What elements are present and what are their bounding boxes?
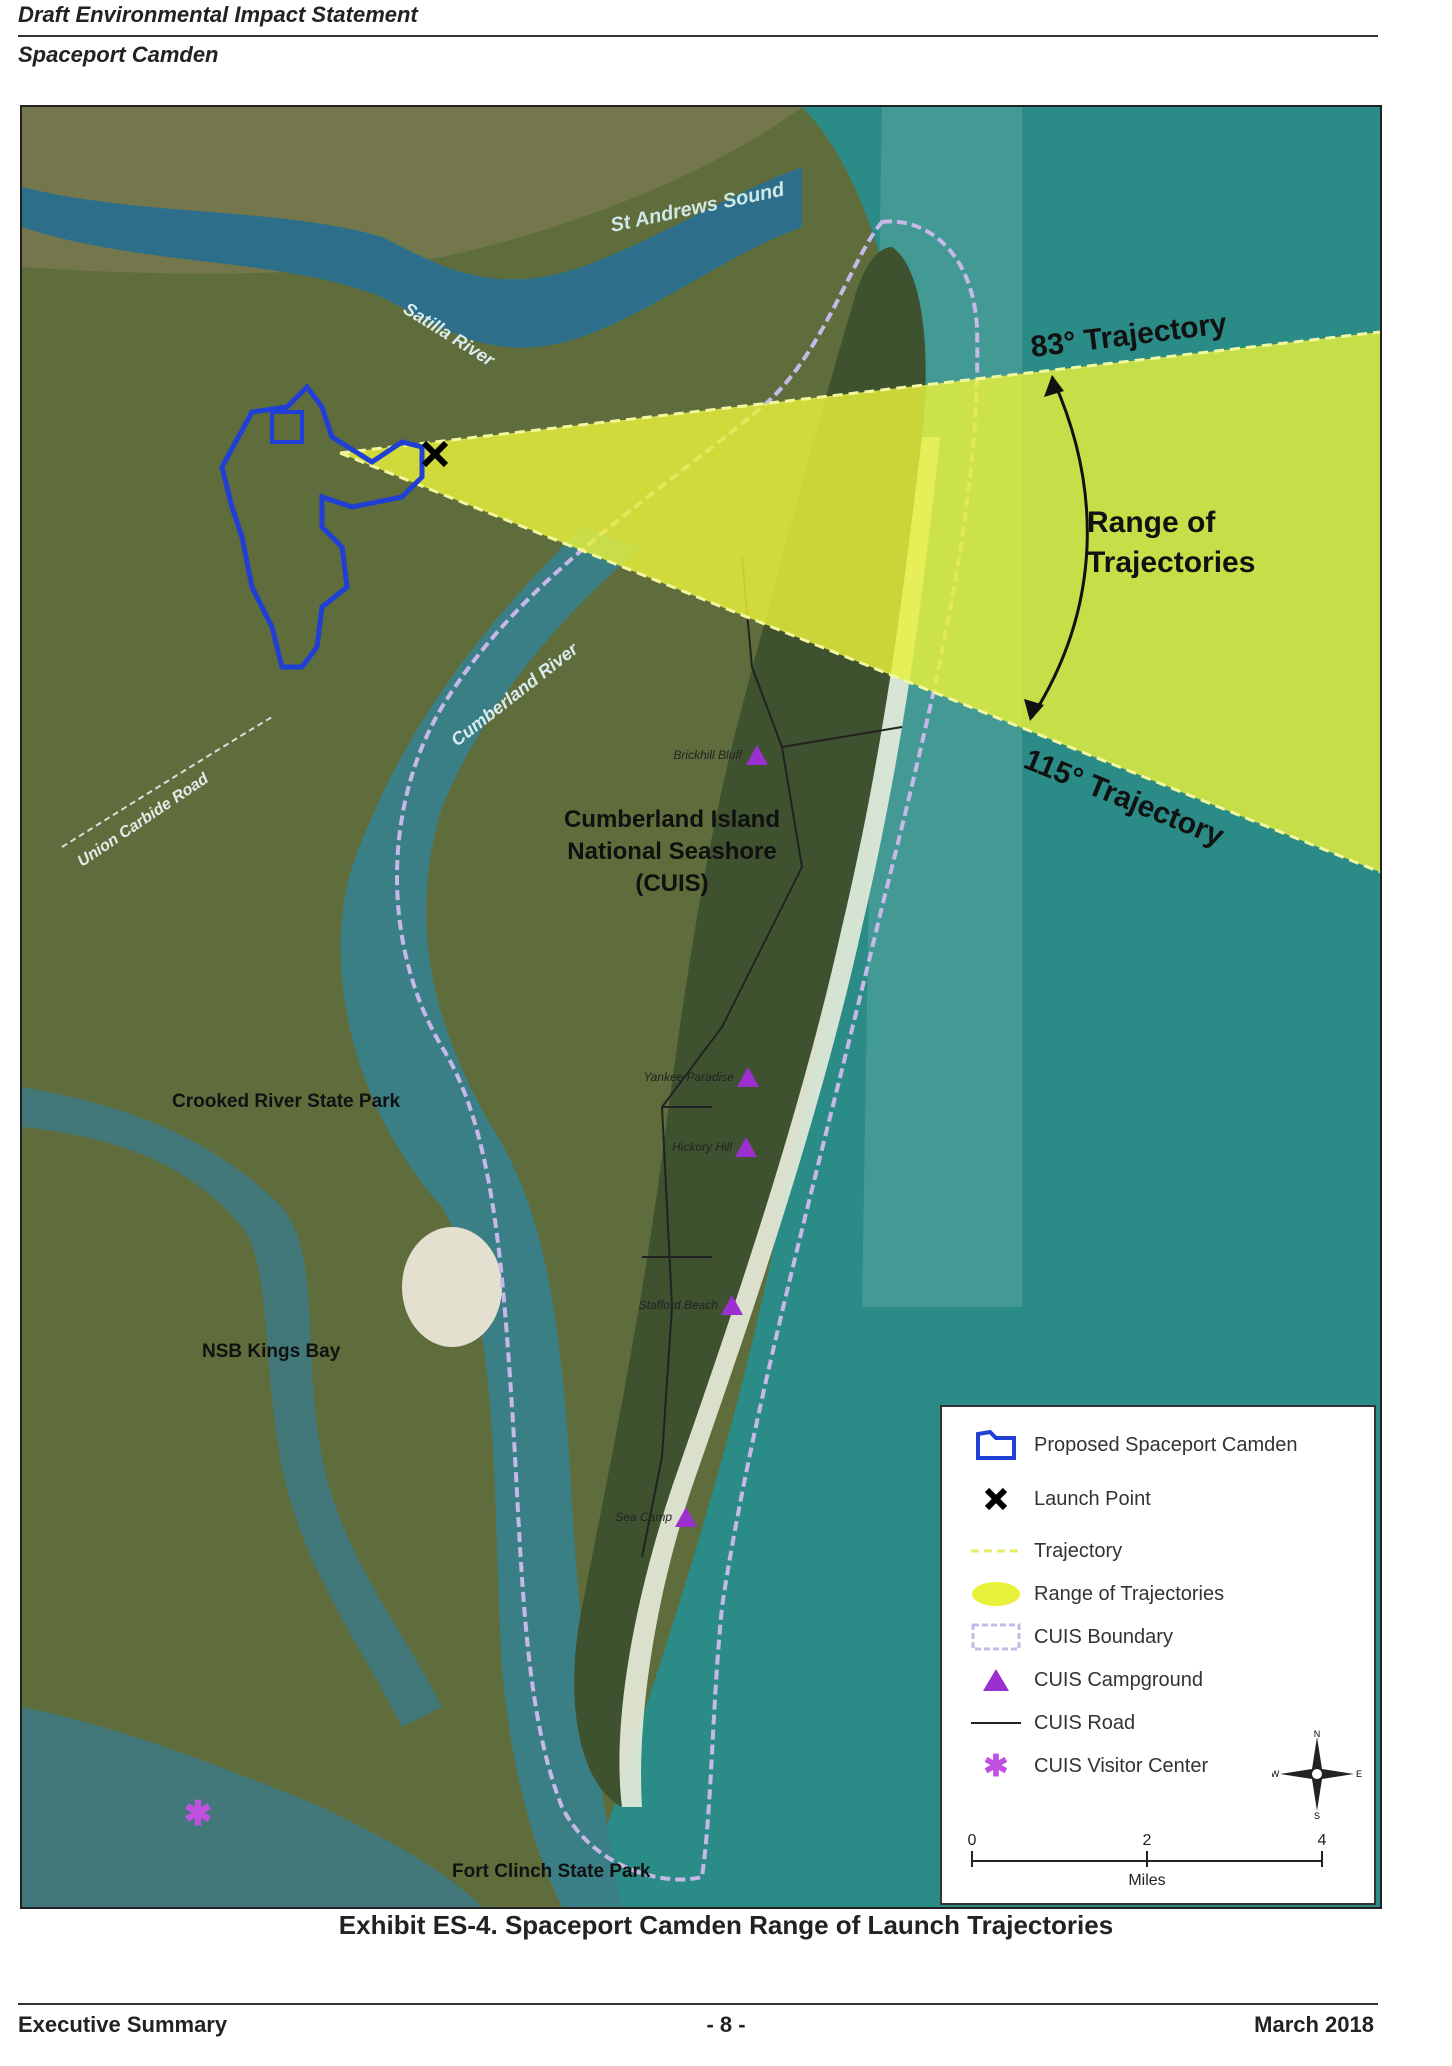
legend-item-campground: CUIS Campground <box>970 1660 1203 1700</box>
legend-label: CUIS Campground <box>1034 1668 1203 1691</box>
legend-item-cuis-boundary: CUIS Boundary <box>970 1617 1173 1657</box>
document-header-title: Draft Environmental Impact Statement <box>18 2 418 27</box>
range-of-trajectories-area <box>340 332 1380 872</box>
cuis-boundary-line <box>395 219 980 1882</box>
dashed-line-icon <box>970 1533 1022 1569</box>
visitor-center-marker: ✱ <box>184 1795 213 1833</box>
compass-s: S <box>1314 1811 1320 1819</box>
scale-tick-4: 4 <box>1318 1832 1327 1849</box>
label-camp-sea: Sea Camp <box>615 1510 672 1524</box>
label-crooked-river-state-park: Crooked River State Park <box>172 1091 401 1112</box>
legend-label: Proposed Spaceport Camden <box>1034 1433 1298 1456</box>
range-arc-arrow-bottom <box>1024 699 1044 721</box>
map-legend: Proposed Spaceport Camden Launch Point T… <box>940 1405 1376 1905</box>
union-carbide-road-line <box>61 716 273 848</box>
triangle-icon <box>970 1662 1022 1698</box>
range-arc-arrow-top <box>1044 375 1064 397</box>
scale-tick-0: 0 <box>968 1832 977 1849</box>
footer-date: March 2018 <box>1254 2012 1374 2037</box>
spaceport-boundary-icon <box>970 1427 1022 1463</box>
compass-rose-icon: N S E W <box>1271 1729 1362 1821</box>
legend-label: Launch Point <box>1034 1487 1151 1510</box>
header-rule <box>18 35 1378 37</box>
label-range-line1: Range of <box>1087 506 1216 539</box>
label-fort-clinch-state-park: Fort Clinch State Park <box>452 1861 651 1882</box>
campground-hickory-marker <box>735 1137 757 1157</box>
label-cuis-line1: Cumberland Island <box>564 806 780 833</box>
spaceport-boundary <box>219 383 425 670</box>
legend-label: CUIS Visitor Center <box>1034 1754 1209 1777</box>
label-nsb-kings-bay: NSB Kings Bay <box>202 1341 341 1362</box>
label-cuis-line2: National Seashore <box>567 838 776 865</box>
label-range-line2: Trajectories <box>1087 546 1255 579</box>
st-marys-water <box>22 1707 482 1907</box>
line-icon <box>970 1705 1022 1741</box>
label-camp-yankee: Yankee Paradise <box>643 1070 734 1084</box>
label-camp-brickhill: Brickhill Bluff <box>673 748 743 762</box>
trajectory-115-line <box>339 451 1380 874</box>
island-beach <box>619 437 940 1807</box>
legend-label: Trajectory <box>1034 1539 1123 1562</box>
figure-caption: Exhibit ES-4. Spaceport Camden Range of … <box>338 1910 1114 1940</box>
legend-label: Range of Trajectories <box>1034 1582 1225 1605</box>
sand-area <box>402 1227 502 1347</box>
range-arc <box>1030 376 1089 718</box>
compass-w: W <box>1272 1769 1280 1779</box>
legend-item-range: Range of Trajectories <box>970 1574 1224 1614</box>
page-number: - 8 - <box>706 2012 746 2037</box>
x-mark-icon <box>970 1481 1022 1517</box>
cuis-road <box>641 556 804 1558</box>
document-header-subtitle: Spaceport Camden <box>18 42 219 67</box>
legend-item-road: CUIS Road <box>970 1703 1135 1743</box>
campground-stafford-marker <box>721 1295 743 1315</box>
dashed-box-icon <box>970 1619 1022 1655</box>
cumberland-river-water <box>340 527 642 1907</box>
satilla-river-water <box>22 167 802 348</box>
compass-e: E <box>1356 1769 1362 1779</box>
spaceport-boundary-parcel <box>270 410 304 444</box>
legend-item-trajectory: Trajectory <box>970 1531 1122 1571</box>
scale-tick-2: 2 <box>1143 1832 1152 1849</box>
launch-point-marker <box>421 440 449 468</box>
legend-label: CUIS Road <box>1034 1711 1136 1734</box>
footer-section: Executive Summary <box>18 2012 228 2037</box>
cuis-road-branches <box>642 726 903 1258</box>
footer-rule <box>18 2003 1378 2005</box>
legend-item-spaceport: Proposed Spaceport Camden <box>970 1425 1298 1465</box>
south-channel <box>22 1087 442 1727</box>
trajectory-83-line <box>339 330 1380 455</box>
campground-sea-marker <box>675 1507 697 1527</box>
campground-brickhill-marker <box>746 745 768 765</box>
campground-yankee-marker <box>737 1067 759 1087</box>
compass-n: N <box>1314 1729 1321 1739</box>
scale-unit: Miles <box>1128 1872 1165 1889</box>
label-camp-hickory: Hickory Hill <box>672 1140 732 1154</box>
label-camp-stafford: Stafford Beach <box>639 1298 719 1312</box>
legend-label: CUIS Boundary <box>1034 1625 1173 1648</box>
legend-item-launch-point: Launch Point <box>970 1479 1151 1519</box>
legend-item-visitor-center: ✱ CUIS Visitor Center <box>970 1746 1208 1786</box>
asterisk-icon: ✱ <box>983 1749 1009 1783</box>
label-cuis-line3: (CUIS) <box>635 870 708 897</box>
scale-bar: 0 2 4 Miles <box>962 1827 1342 1897</box>
yellow-ellipse-icon <box>970 1576 1022 1612</box>
